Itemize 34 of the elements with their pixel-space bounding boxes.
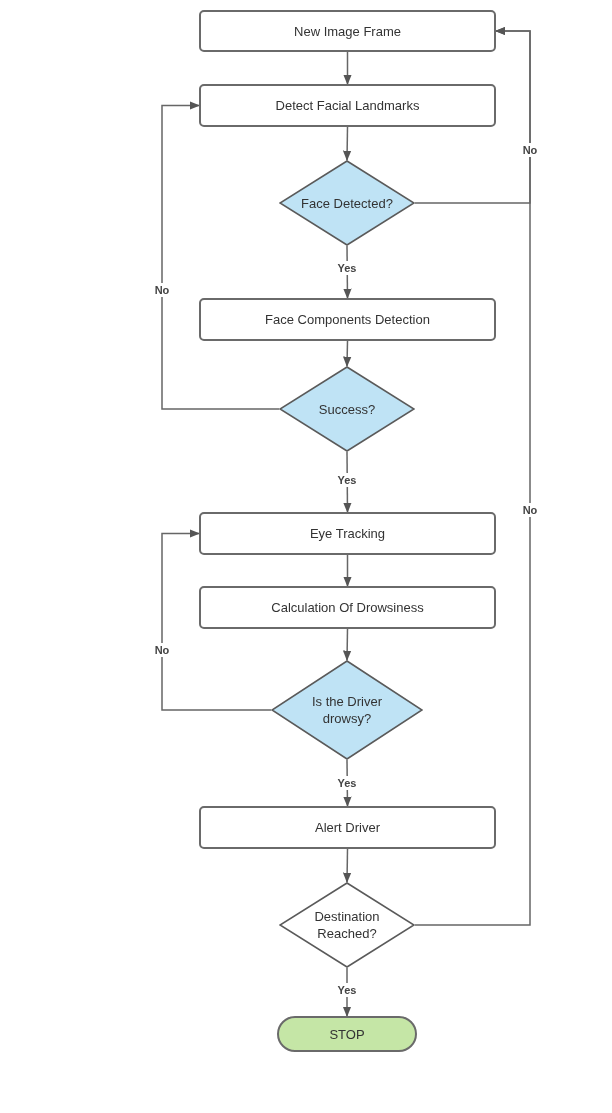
arrow — [343, 51, 352, 86]
arrow — [161, 529, 272, 711]
decision-text: Success? — [318, 400, 376, 418]
arrow — [343, 554, 352, 588]
arrow — [342, 628, 352, 662]
edge-label: Yes — [335, 473, 359, 487]
process-box: New Image Frame — [199, 10, 496, 52]
edge-label: No — [520, 503, 540, 517]
process-box: Face Components Detection — [199, 298, 496, 341]
arrow — [343, 340, 352, 368]
arrow — [342, 848, 352, 884]
decision-diamond — [279, 882, 415, 968]
terminator-pill: STOP — [277, 1016, 417, 1052]
decision-diamond — [279, 160, 415, 246]
edge-label: No — [152, 283, 172, 297]
arrow — [161, 101, 280, 410]
edge-label: No — [520, 143, 540, 157]
arrow — [342, 126, 352, 162]
process-box: Detect Facial Landmarks — [199, 84, 496, 127]
arrow — [414, 26, 531, 926]
edge-label: Yes — [335, 261, 359, 275]
arrow — [343, 245, 352, 300]
process-box: Eye Tracking — [199, 512, 496, 555]
edge-label: No — [152, 643, 172, 657]
arrow — [343, 451, 352, 514]
decision-text: Destination Reached? — [313, 908, 381, 942]
process-box: Calculation Of Drowsiness — [199, 586, 496, 629]
decision-text: Is the Driver drowsy? — [310, 693, 384, 727]
process-box: Alert Driver — [199, 806, 496, 849]
edge-label: Yes — [335, 983, 359, 997]
decision-text: Face Detected? — [301, 194, 393, 212]
decision-diamond — [271, 660, 423, 760]
decision-diamond — [279, 366, 415, 452]
edge-label: Yes — [335, 776, 359, 790]
